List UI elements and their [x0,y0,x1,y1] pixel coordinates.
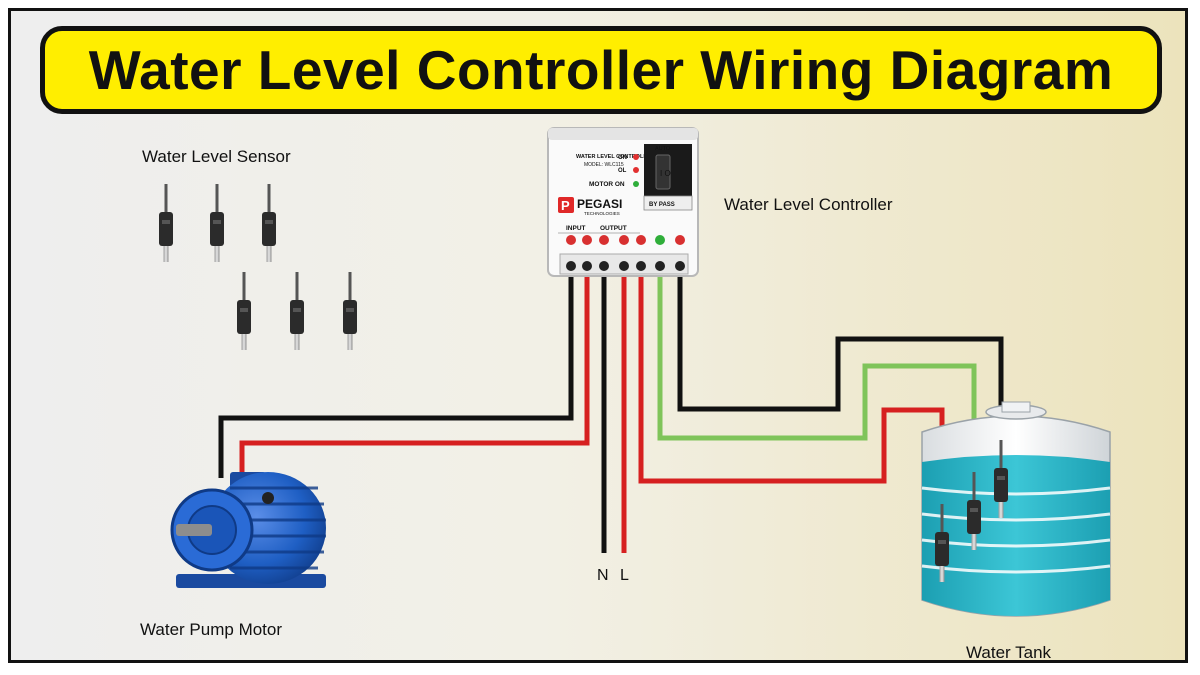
motor-black-wire [218,268,574,478]
svg-text:I O: I O [660,169,671,178]
terminal-dots [566,235,685,245]
sensor-probe-6 [343,272,357,350]
controller-model-number: MODEL: WLC115 [584,162,624,168]
water-level-controller: WATER LEVEL CONTROLLER MODEL: WLC115 ON … [547,127,699,277]
water-tank [921,401,1111,617]
controller-model-text: WATER LEVEL CONTROLLER [576,154,654,160]
sensor-probes [159,184,357,350]
water-pump-motor [170,472,326,588]
brand-logo-icon [558,197,574,213]
motor-label: Water Pump Motor [140,620,282,639]
controller-label: Water Level Controller [724,195,893,214]
tank-green-wire [657,268,977,500]
ol-led-label: OL [618,168,627,174]
neutral-label: N [597,567,609,584]
sensor-probe-3 [262,184,276,262]
svg-text:P: P [561,198,570,213]
wires [218,268,1004,553]
tank-water [922,455,1110,616]
output-label: OUTPUT [600,225,627,232]
motor-on-label: MOTOR ON [589,181,625,188]
sensor-label: Water Level Sensor [142,147,291,166]
ol-led [633,167,639,173]
motor-on-led [633,181,639,187]
motor-shaft [176,524,212,536]
motor-terminal-box-gland [262,492,274,504]
title-banner: Water Level Controller Wiring Diagram [40,26,1162,114]
sensor-probe-4 [237,272,251,350]
bypass-label: BY PASS [649,202,675,208]
input-label: INPUT [566,225,586,232]
tank-label: Water Tank [966,643,1052,662]
sensor-probe-5 [290,272,304,350]
brand-subtitle: TECHNOLOGIES [584,211,620,216]
brand-name: PEGASI [577,197,622,211]
on-led-label: ON [618,155,627,161]
page-title: Water Level Controller Wiring Diagram [88,39,1114,101]
motor-red-wire [239,268,590,475]
terminal-screws [566,261,685,271]
line-label: L [620,567,629,584]
on-led [633,154,639,160]
auto-label: AUTO [655,146,671,152]
sensor-probe-2 [210,184,224,262]
tank-red-wire [638,268,945,532]
sensor-probe-1 [159,184,173,262]
tank-black-wire [677,268,1004,469]
